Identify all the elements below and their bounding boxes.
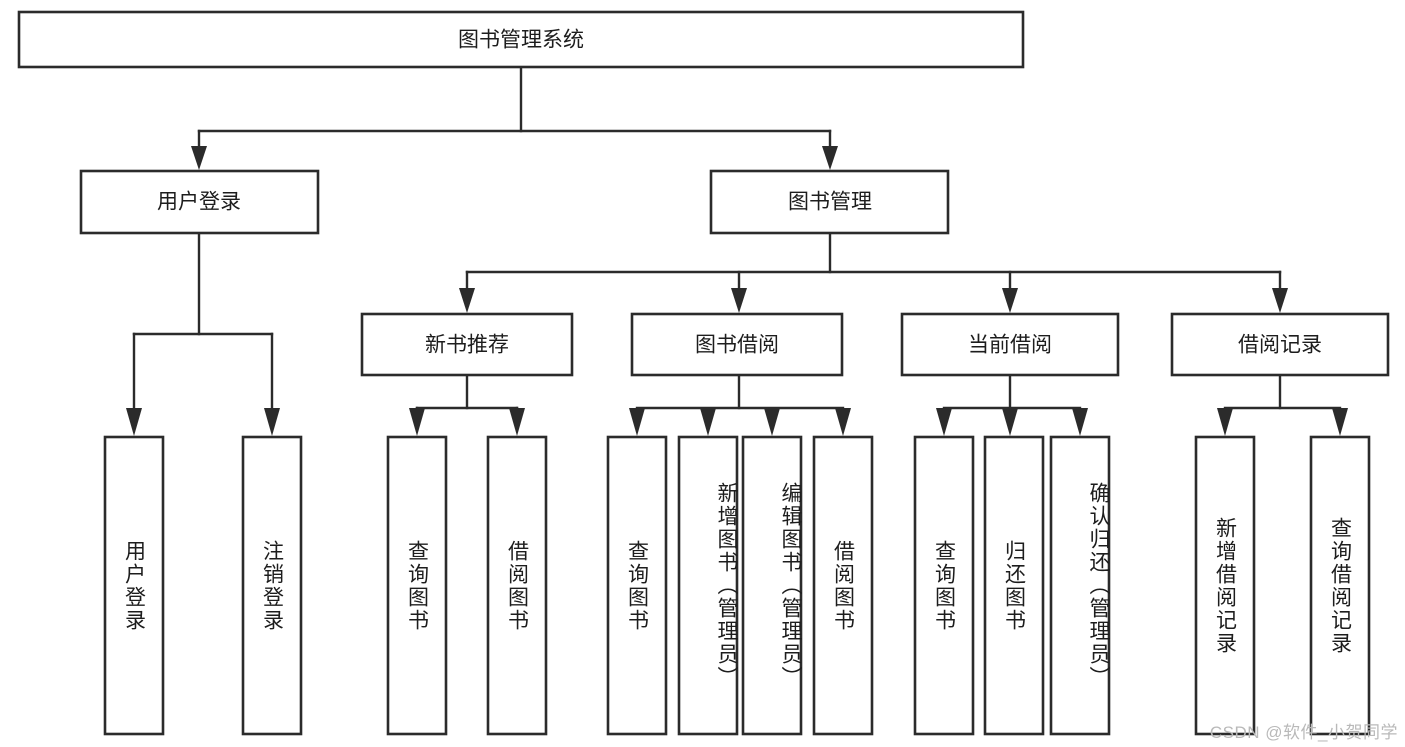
node-box-book-borrow[interactable] <box>630 312 844 377</box>
node-box-leaf-user-logout[interactable] <box>241 435 303 736</box>
arrowhead-book-manage <box>822 146 838 170</box>
node-label-user-login: 用户登录 <box>157 191 241 214</box>
arrowhead-leaf-query-book-1 <box>409 408 425 436</box>
arrowhead-leaf-confirm-return <box>1072 408 1088 436</box>
node-box-leaf-query-book-3[interactable] <box>913 435 975 736</box>
node-label-current-borrow: 当前借阅 <box>968 334 1052 357</box>
node-box-new-book-recommend[interactable] <box>360 312 574 377</box>
connector-group-book-manage <box>459 231 1288 313</box>
node-box-leaf-add-record[interactable] <box>1194 435 1256 736</box>
connector-group-root <box>191 65 838 170</box>
arrowhead-leaf-add-book <box>700 408 716 436</box>
arrowhead-leaf-user-login <box>126 408 142 436</box>
connector-group-borrow-record <box>1217 373 1348 436</box>
arrowhead-leaf-borrow-book-1 <box>509 408 525 436</box>
arrowhead-user-login <box>191 146 207 170</box>
node-box-leaf-query-record[interactable] <box>1309 435 1371 736</box>
connector-group-user-login <box>126 231 280 436</box>
arrowhead-borrow-record <box>1272 288 1288 313</box>
node-box-leaf-borrow-book-2[interactable] <box>812 435 874 736</box>
arrowhead-book-borrow <box>731 288 747 313</box>
node-box-leaf-borrow-book-1[interactable] <box>486 435 548 736</box>
node-label-borrow-record: 借阅记录 <box>1238 334 1322 357</box>
node-box-leaf-return-book[interactable] <box>983 435 1045 736</box>
arrowhead-leaf-return-book <box>1002 408 1018 436</box>
connector-group-new-book-recommend <box>409 373 525 436</box>
node-label-book-borrow: 图书借阅 <box>695 334 779 357</box>
node-box-current-borrow[interactable] <box>900 312 1120 377</box>
arrowhead-new-book-recommend <box>459 288 475 313</box>
node-box-leaf-query-book-1[interactable] <box>386 435 448 736</box>
connector-group-book-borrow <box>629 373 851 436</box>
node-box-leaf-confirm-return[interactable] <box>1049 435 1111 736</box>
node-label-book-manage: 图书管理 <box>788 191 872 214</box>
arrowhead-leaf-edit-book <box>764 408 780 436</box>
node-box-user-login[interactable] <box>79 169 320 235</box>
arrowhead-leaf-borrow-book-2 <box>835 408 851 436</box>
node-box-leaf-user-login[interactable] <box>103 435 165 736</box>
arrowhead-current-borrow <box>1002 288 1018 313</box>
node-box-borrow-record[interactable] <box>1170 312 1390 377</box>
node-box-leaf-add-book[interactable] <box>677 435 739 736</box>
arrowhead-leaf-query-book-2 <box>629 408 645 436</box>
connector-group-current-borrow <box>936 373 1088 436</box>
node-box-leaf-edit-book[interactable] <box>741 435 803 736</box>
node-label-new-book-recommend: 新书推荐 <box>425 334 509 357</box>
arrowhead-leaf-query-record <box>1332 408 1348 436</box>
node-box-book-manage[interactable] <box>709 169 950 235</box>
arrowhead-leaf-add-record <box>1217 408 1233 436</box>
arrowhead-leaf-user-logout <box>264 408 280 436</box>
arrowhead-leaf-query-book-3 <box>936 408 952 436</box>
node-box-root[interactable] <box>17 10 1025 69</box>
node-box-leaf-query-book-2[interactable] <box>606 435 668 736</box>
csdn-watermark: CSDN @软件_小贺同学 <box>1209 723 1398 742</box>
node-label-root: 图书管理系统 <box>458 29 584 52</box>
